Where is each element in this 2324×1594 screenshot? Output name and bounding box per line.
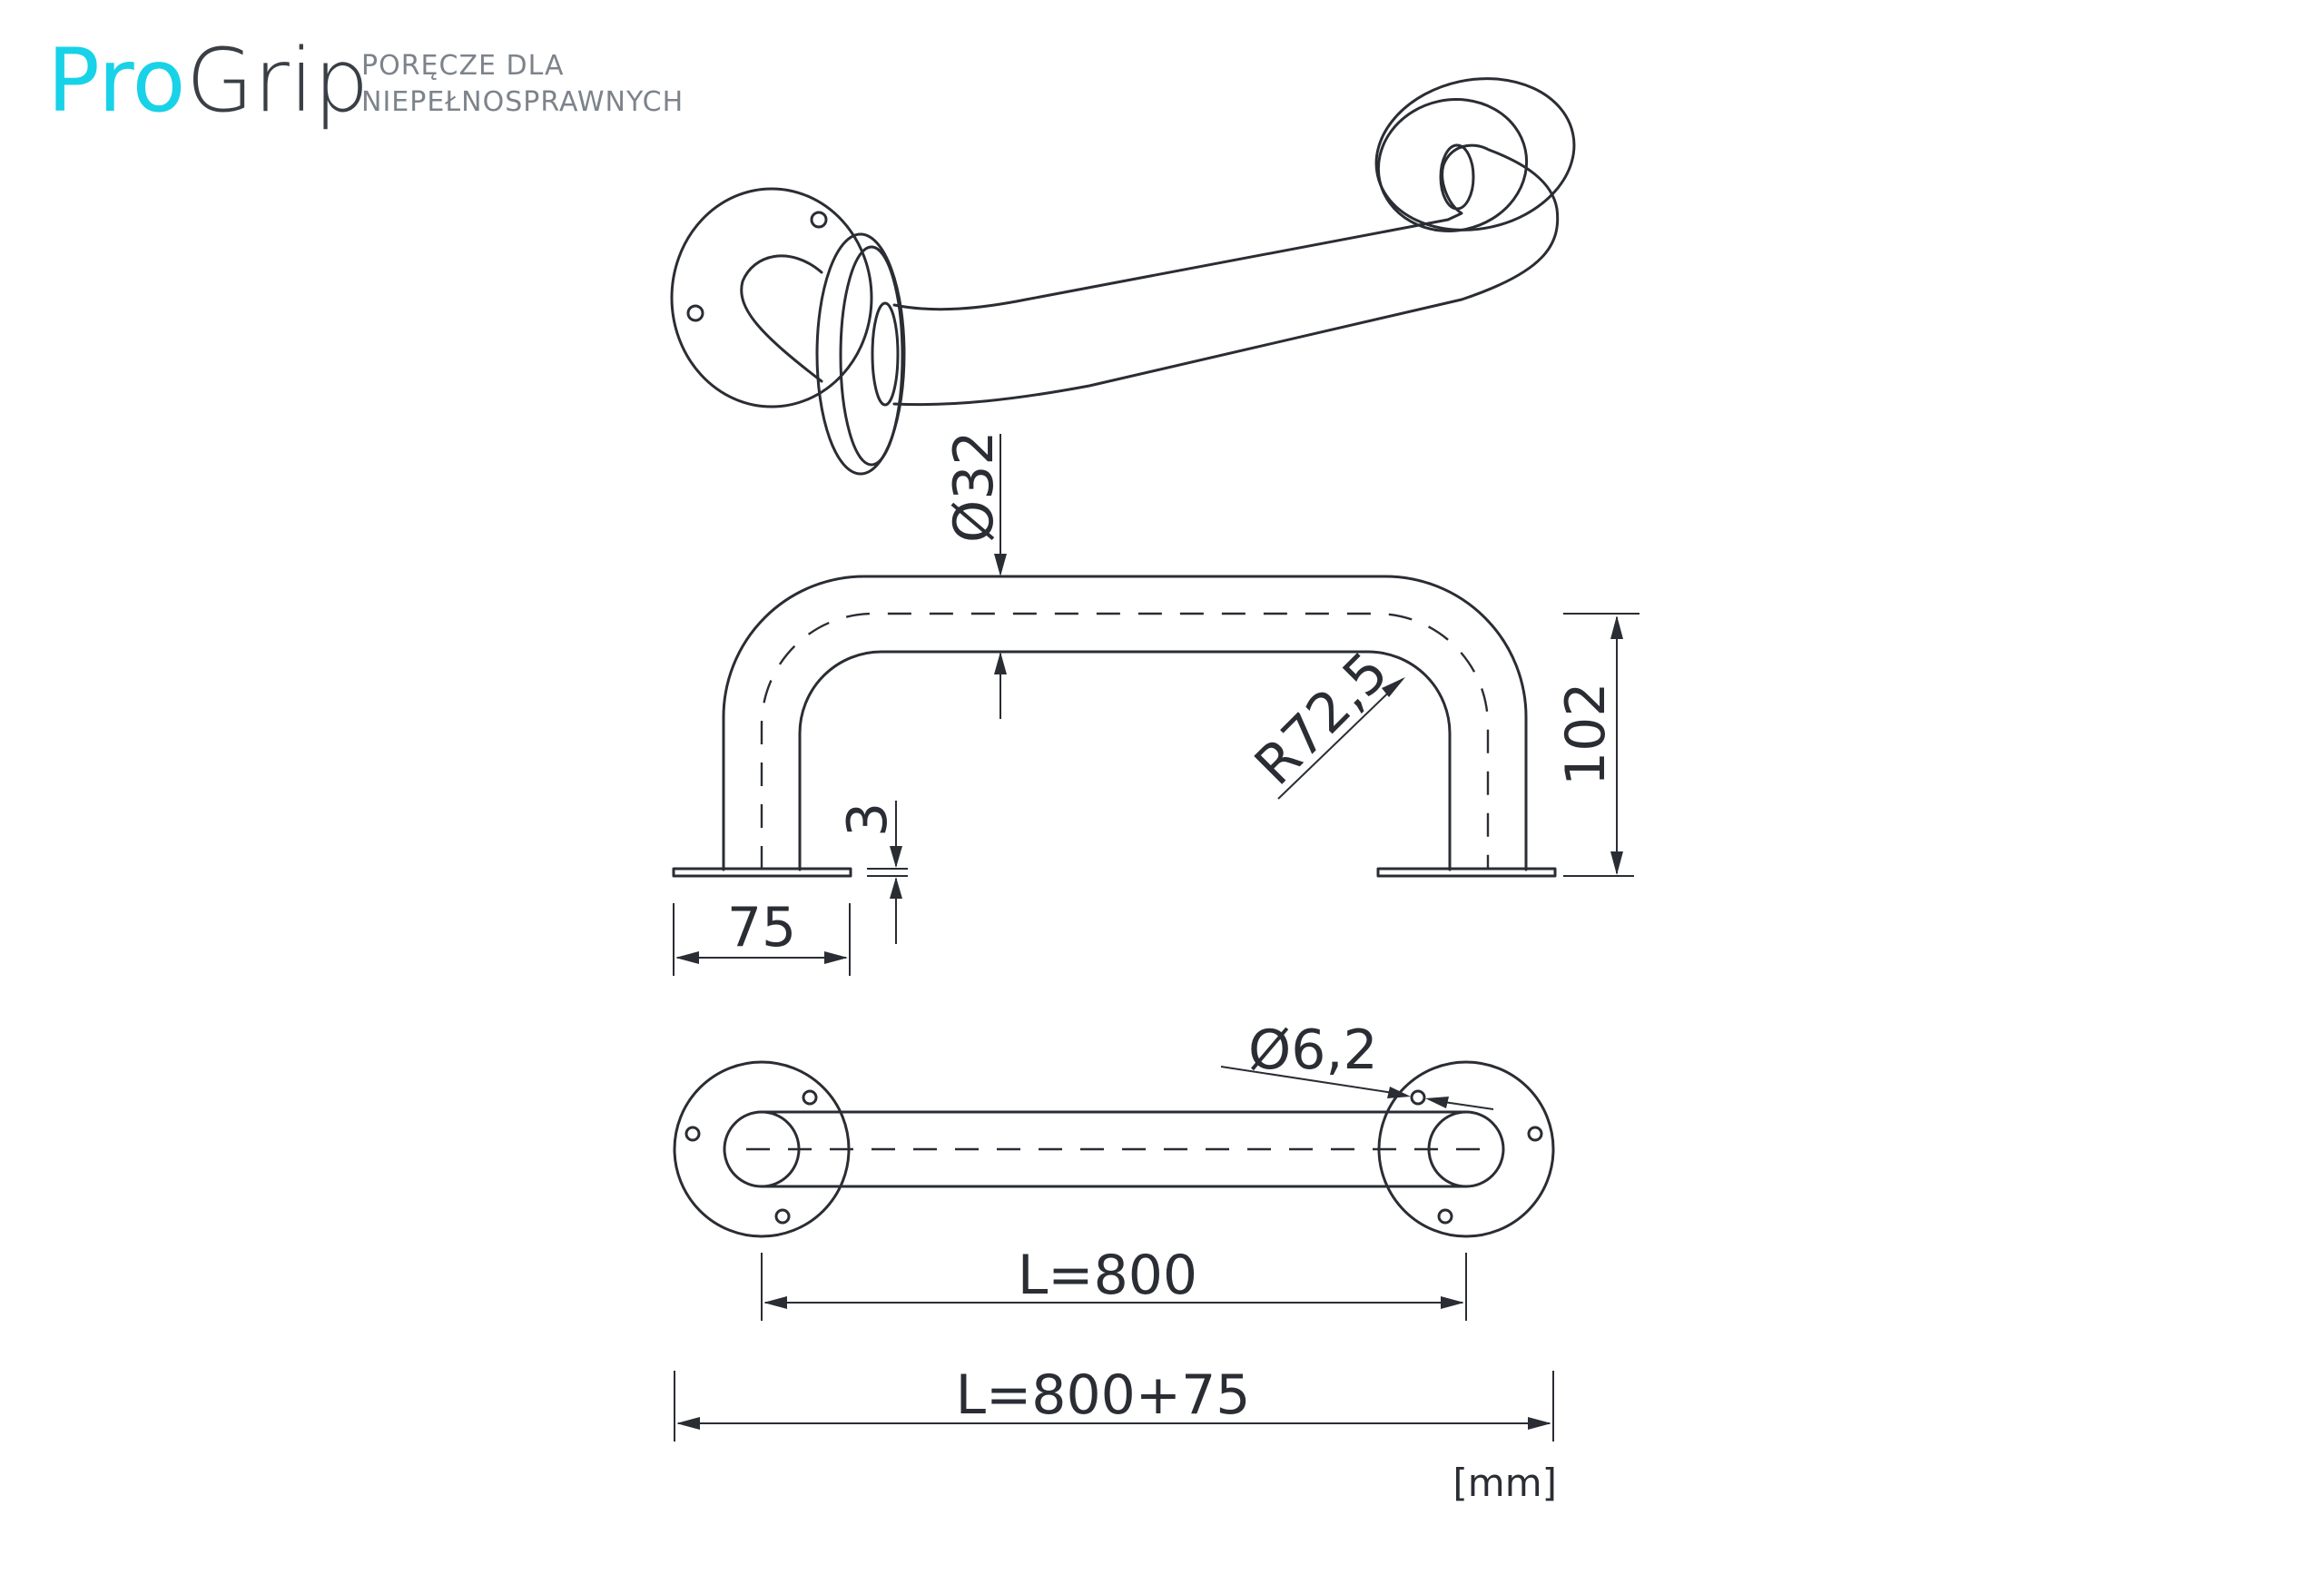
left-hole-2 bbox=[802, 1089, 818, 1106]
l800-arrow-left bbox=[763, 1296, 787, 1309]
left-hole-1 bbox=[684, 1126, 701, 1142]
dim-height: 102 bbox=[1554, 682, 1618, 786]
bar-bottom-edge bbox=[892, 298, 1463, 407]
height-arrow-top bbox=[1610, 615, 1623, 639]
left-hole-3 bbox=[774, 1208, 791, 1225]
left-rosette-hole-left bbox=[686, 304, 704, 322]
hole-arrow-right bbox=[1425, 1097, 1449, 1108]
thk-arrow-bottom bbox=[890, 877, 902, 899]
dim-length-inner: L=800 bbox=[1018, 1244, 1197, 1307]
ltotal-arrow-right bbox=[1528, 1417, 1551, 1430]
side-view: Ø32 R72,5 102 3 75 bbox=[672, 430, 1640, 976]
dim-plate-width: 75 bbox=[727, 896, 796, 959]
left-cover-ring-outer bbox=[815, 232, 906, 476]
dim-length-total: L=800+75 bbox=[956, 1363, 1251, 1427]
dim-radius: R72,5 bbox=[1243, 640, 1400, 797]
units-label: [mm] bbox=[1452, 1461, 1557, 1505]
left-tube-opening bbox=[871, 301, 900, 407]
top-view: Ø6,2 L=800 L=800+75 bbox=[673, 1018, 1555, 1441]
logo-brand-pro: Pro bbox=[47, 30, 185, 132]
ltotal-arrow-left bbox=[676, 1417, 700, 1430]
radius-arrow bbox=[1382, 677, 1405, 697]
width-arrow-right bbox=[824, 951, 848, 964]
l800-arrow-right bbox=[1441, 1296, 1464, 1309]
left-bend-inner bbox=[740, 254, 823, 383]
right-base-plate bbox=[1376, 867, 1557, 878]
height-arrow-bottom bbox=[1610, 851, 1623, 875]
left-cover-ring-inner bbox=[839, 245, 904, 467]
right-hole-2 bbox=[1410, 1089, 1426, 1106]
hole-leader-left bbox=[1220, 1066, 1406, 1096]
dim-plate-thickness: 3 bbox=[836, 802, 900, 837]
isometric-view bbox=[670, 77, 1576, 476]
right-hole-1 bbox=[1527, 1126, 1543, 1142]
logo-brand-grip: Grip bbox=[186, 30, 369, 132]
tube-inner-edge bbox=[798, 650, 1452, 871]
hole-arrow-left bbox=[1387, 1087, 1411, 1098]
logo-tagline-line2: NIEPEŁNOSPRAWNYCH bbox=[361, 86, 684, 118]
dia32-arrow-bottom bbox=[994, 652, 1007, 674]
left-base-plate bbox=[672, 867, 852, 878]
right-bend bbox=[1441, 143, 1560, 301]
right-rosette-outer bbox=[1374, 77, 1576, 231]
right-hole-3 bbox=[1437, 1208, 1453, 1225]
width-arrow-left bbox=[675, 951, 699, 964]
bar-top-edge bbox=[892, 218, 1450, 311]
logo-tagline-line1: PORĘCZE DLA bbox=[361, 50, 565, 82]
thk-arrow-top bbox=[890, 846, 902, 868]
right-rosette-inner bbox=[1376, 98, 1529, 232]
tube-outer-edge bbox=[722, 575, 1528, 871]
dia32-arrow-top bbox=[994, 554, 1007, 576]
left-rosette-back bbox=[670, 187, 873, 408]
left-rosette-hole-top bbox=[810, 211, 828, 229]
progrip-logo: Pro Grip PORĘCZE DLA NIEPEŁNOSPRAWNYCH bbox=[47, 30, 684, 132]
right-tube-opening bbox=[1439, 143, 1475, 211]
dim-hole-diameter: Ø6,2 bbox=[1248, 1018, 1378, 1082]
radius-leader bbox=[1277, 678, 1403, 800]
dim-tube-diameter: Ø32 bbox=[942, 430, 1006, 543]
